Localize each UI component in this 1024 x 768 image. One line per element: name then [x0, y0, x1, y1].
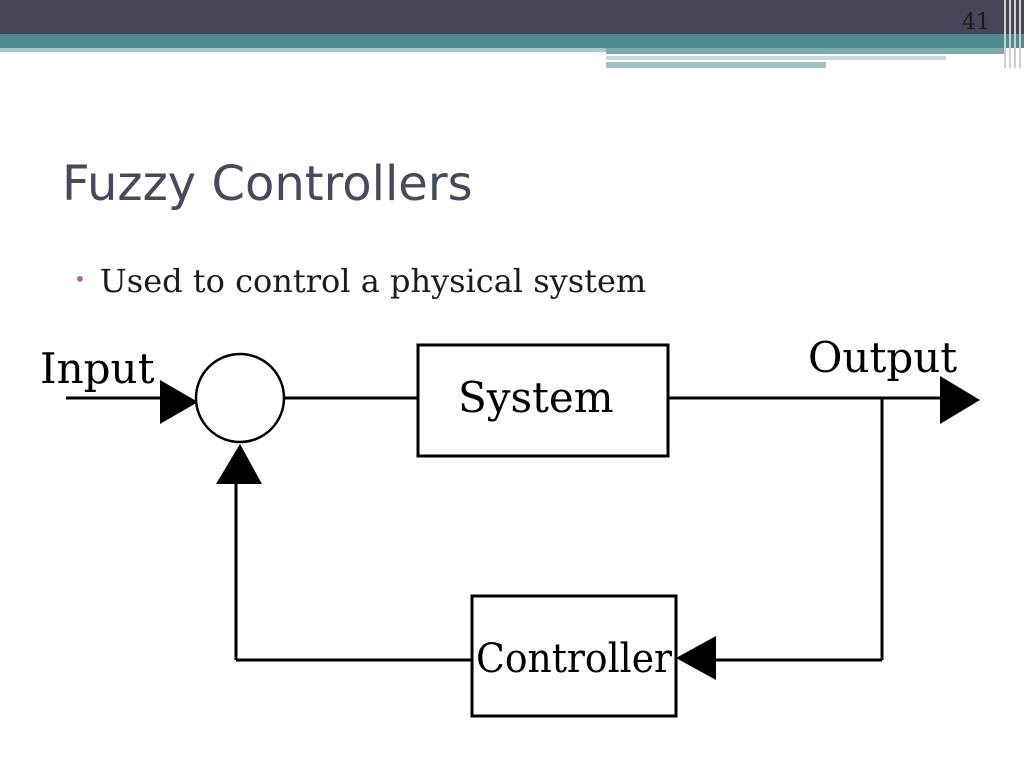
- header-accent-line: [0, 48, 610, 52]
- system-label: System: [458, 373, 614, 422]
- output-arrow-icon: [940, 376, 980, 424]
- control-loop-diagram: Input Output System Controller: [40, 333, 980, 718]
- input-arrow-icon: [160, 380, 198, 424]
- summing-junction: [194, 352, 286, 444]
- bullet-icon: •: [74, 267, 86, 291]
- slide-title: Fuzzy Controllers: [62, 156, 473, 212]
- header-band: [0, 0, 1024, 34]
- controller-block: [470, 594, 678, 718]
- input-label: Input: [40, 344, 155, 393]
- page-number: 41: [962, 10, 990, 35]
- header-stripe: [0, 34, 1024, 48]
- header-accent-line: [606, 56, 946, 60]
- header-edge-bars: [1002, 0, 1024, 68]
- header-accent-line: [606, 62, 826, 68]
- output-label: Output: [808, 333, 957, 382]
- header-accent-line: [606, 48, 1006, 54]
- controller-label: Controller: [476, 636, 673, 682]
- feedback-arrow-icon: [216, 444, 262, 484]
- bullet-item: • Used to control a physical system: [74, 262, 646, 300]
- system-block: [416, 343, 670, 458]
- bullet-text: Used to control a physical system: [99, 262, 647, 300]
- controller-input-arrow-icon: [676, 636, 716, 680]
